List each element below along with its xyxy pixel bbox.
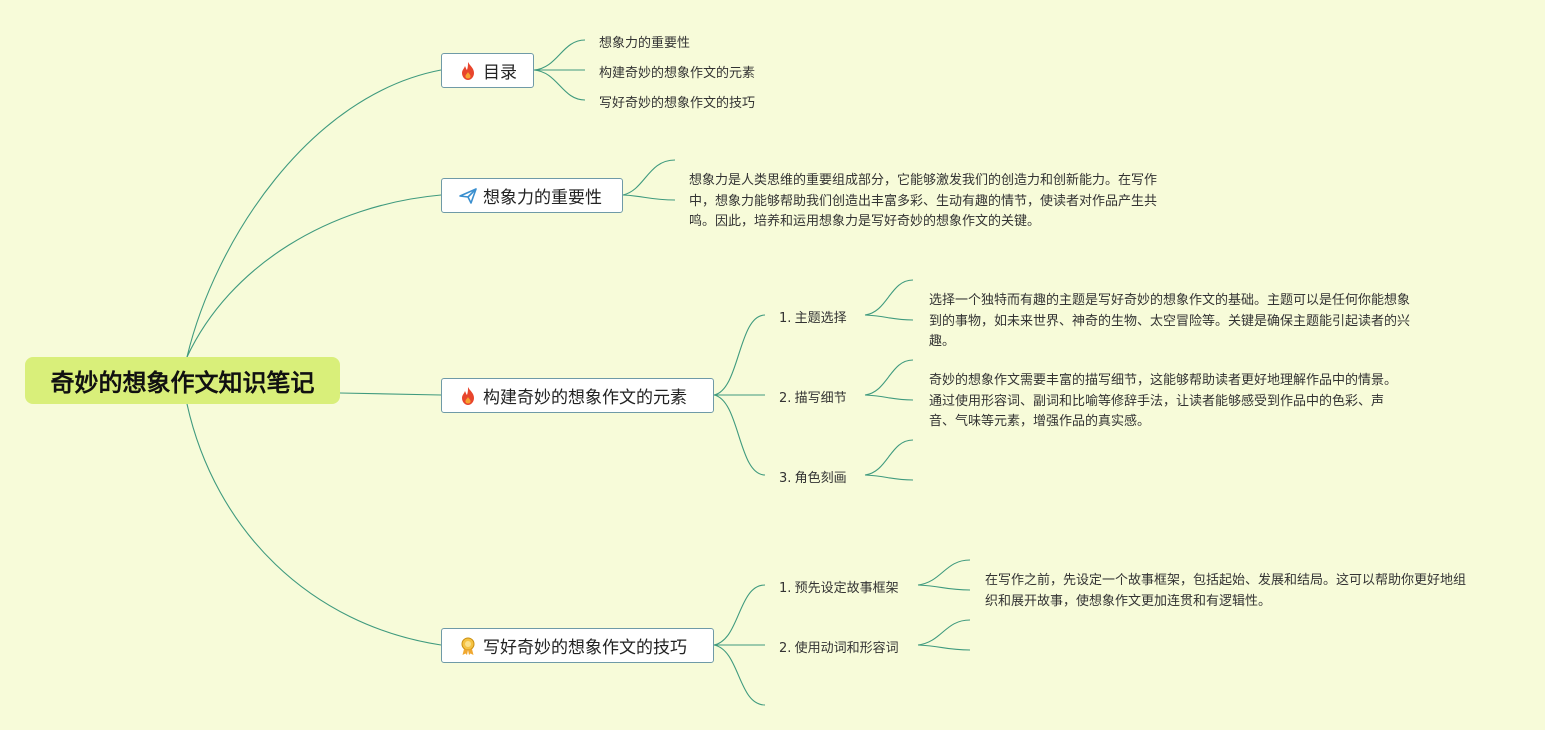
link-tips-1 bbox=[713, 584, 766, 646]
topic-elements-label: 构建奇妙的想象作文的元素 bbox=[483, 388, 687, 408]
topic-tips[interactable]: 写好奇妙的想象作文的技巧 bbox=[441, 628, 714, 663]
importance-paragraph[interactable]: 想象力是人类思维的重要组成部分，它能够激发我们的创造力和创新能力。在写作中，想象… bbox=[689, 173, 1158, 229]
link-el3-up bbox=[864, 439, 914, 476]
link-tip1-up bbox=[917, 559, 971, 586]
topic-toc-label: 目录 bbox=[483, 63, 517, 83]
elements-sub-2[interactable]: 2. 描写细节 bbox=[779, 387, 847, 406]
link-el1-down bbox=[864, 314, 914, 321]
sub-number: 1. bbox=[779, 311, 792, 326]
link-root-tips bbox=[186, 403, 442, 646]
tips-sub-2[interactable]: 2. 使用动词和形容词 bbox=[779, 637, 899, 656]
paper-plane-icon bbox=[458, 186, 478, 206]
sub-label: 描写细节 bbox=[794, 391, 847, 406]
link-tip2-down bbox=[917, 644, 971, 651]
topic-importance-label: 想象力的重要性 bbox=[483, 188, 602, 208]
topic-elements[interactable]: 构建奇妙的想象作文的元素 bbox=[441, 378, 714, 413]
toc-item[interactable]: 写好奇妙的想象作文的技巧 bbox=[599, 96, 756, 111]
topic-toc[interactable]: 目录 bbox=[441, 53, 534, 88]
sub-label: 角色刻画 bbox=[794, 471, 847, 486]
link-toc-3 bbox=[533, 69, 586, 101]
sub-number: 1. bbox=[779, 581, 792, 596]
link-toc-1 bbox=[533, 39, 586, 71]
root-title: 奇妙的想象作文知识笔记 bbox=[50, 369, 315, 397]
link-tip2-up bbox=[917, 619, 971, 646]
root-topic[interactable]: 奇妙的想象作文知识笔记 bbox=[25, 357, 340, 404]
toc-item[interactable]: 构建奇妙的想象作文的元素 bbox=[599, 66, 756, 81]
link-root-importance bbox=[186, 194, 442, 358]
link-elements-3 bbox=[713, 394, 766, 476]
elements-2-paragraph[interactable]: 奇妙的想象作文需要丰富的描写细节，这能够帮助读者更好地理解作品中的情景。通过使用… bbox=[929, 373, 1398, 429]
elements-sub-1[interactable]: 1. 主题选择 bbox=[779, 307, 847, 326]
toc-item[interactable]: 想象力的重要性 bbox=[599, 36, 691, 51]
fire-icon bbox=[458, 61, 478, 81]
link-elements-1 bbox=[713, 314, 766, 396]
sub-label: 使用动词和形容词 bbox=[794, 641, 899, 656]
tips-1-paragraph[interactable]: 在写作之前，先设定一个故事框架，包括起始、发展和结局。这可以帮助你更好地组织和展… bbox=[985, 573, 1467, 609]
sub-label: 主题选择 bbox=[794, 311, 847, 326]
link-importance-down bbox=[622, 194, 676, 201]
topic-importance[interactable]: 想象力的重要性 bbox=[441, 178, 623, 213]
link-el3-down bbox=[864, 474, 914, 481]
link-el2-down bbox=[864, 394, 914, 401]
link-importance-up bbox=[622, 159, 676, 196]
link-tip1-down bbox=[917, 584, 971, 591]
link-root-toc bbox=[186, 69, 442, 358]
sub-number: 2. bbox=[779, 641, 792, 656]
award-medal-icon bbox=[458, 636, 478, 656]
elements-sub-3[interactable]: 3. 角色刻画 bbox=[779, 467, 847, 486]
sub-label: 预先设定故事框架 bbox=[794, 581, 899, 596]
link-el1-up bbox=[864, 279, 914, 316]
fire-icon bbox=[458, 386, 478, 406]
link-root-elements bbox=[339, 392, 442, 396]
link-tips-3 bbox=[713, 644, 766, 706]
sub-number: 2. bbox=[779, 391, 792, 406]
topic-tips-label: 写好奇妙的想象作文的技巧 bbox=[483, 638, 687, 658]
link-el2-up bbox=[864, 359, 914, 396]
tips-sub-1[interactable]: 1. 预先设定故事框架 bbox=[779, 577, 899, 596]
sub-number: 3. bbox=[779, 471, 792, 486]
elements-1-paragraph[interactable]: 选择一个独特而有趣的主题是写好奇妙的想象作文的基础。主题可以是任何你能想象到的事… bbox=[929, 293, 1411, 349]
